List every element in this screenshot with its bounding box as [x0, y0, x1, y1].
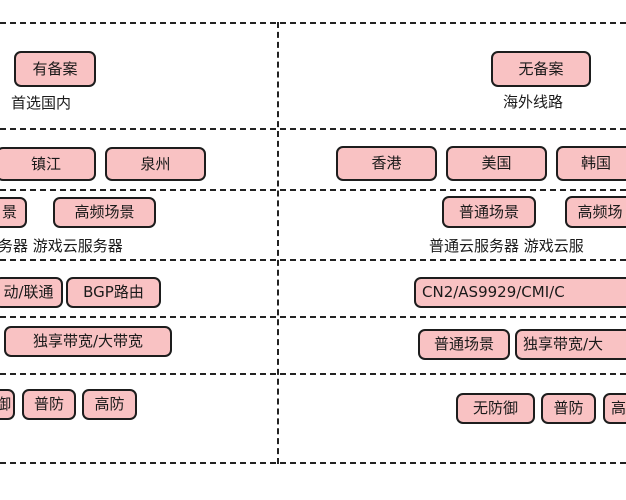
defense-tag: 无防御 [456, 393, 535, 424]
row-divider [0, 259, 626, 261]
scene-tag: 高频场 [565, 196, 626, 228]
scene-tag: 普通场景 [442, 196, 536, 228]
location-tag: 香港 [336, 146, 437, 181]
row-divider [0, 316, 626, 318]
bandwidth-tag: 普通场景 [418, 329, 510, 360]
routing-tag: BGP路由 [66, 277, 161, 308]
defense-tag: 普防 [22, 389, 76, 420]
location-tag: 镇江 [0, 147, 96, 181]
bandwidth-tag: 独享带宽/大 [515, 329, 626, 360]
row-divider [0, 373, 626, 375]
row-divider [0, 189, 626, 191]
filing-tag: 有备案 [14, 51, 96, 87]
scene-tag: 高频场景 [53, 197, 156, 228]
scene-tag: 景 [0, 197, 27, 228]
row-divider [0, 128, 626, 130]
network-tag: 动/联通 [0, 277, 63, 308]
location-tag: 泉州 [105, 147, 206, 181]
defense-tag: 御 [0, 389, 15, 420]
defense-tag: 普防 [541, 393, 596, 424]
defense-tag: 高防 [82, 389, 137, 420]
server-caption: 务器 游戏云服务器 [0, 237, 123, 255]
column-divider [277, 22, 279, 464]
defense-tag: 高 [603, 393, 626, 424]
network-tag: CN2/AS9929/CMI/C [414, 277, 626, 308]
row-divider [0, 462, 626, 464]
location-tag: 美国 [446, 146, 547, 181]
filing-caption: 海外线路 [503, 93, 564, 111]
bandwidth-tag: 独享带宽/大带宽 [4, 326, 172, 357]
row-divider [0, 22, 626, 24]
filing-caption: 首选国内 [11, 94, 72, 112]
location-tag: 韩国 [556, 146, 626, 181]
filing-tag: 无备案 [491, 51, 591, 87]
server-caption: 普通云服务器 游戏云服 [429, 237, 584, 255]
